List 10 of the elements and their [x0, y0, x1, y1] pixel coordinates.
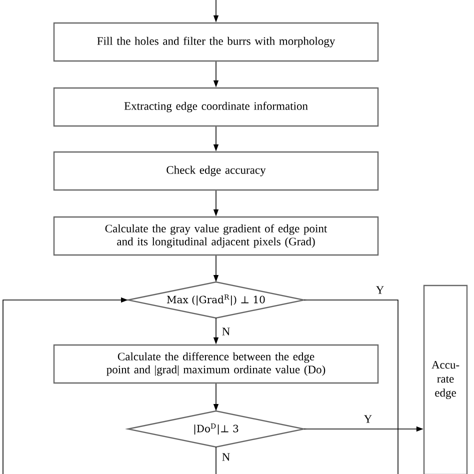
- edge-label: Y: [362, 414, 374, 424]
- process-box: Check edge accuracy: [53, 151, 379, 191]
- edge-label: N: [220, 326, 232, 336]
- edge-label: Y: [374, 285, 386, 295]
- process-box: Extracting edge coordinate information: [53, 87, 379, 127]
- process-box: Calculate the difference between the edge point and |grad| maximum ordinate value (Do): [53, 344, 379, 384]
- process-box: Fill the holes and filter the burrs with morphology: [53, 22, 379, 62]
- result-box: Accu- rate edge: [423, 284, 468, 474]
- edge-label: N: [220, 452, 232, 462]
- process-box: Calculate the gray value gradient of edge point and its longitudinal adjacent pixels (Grad): [53, 216, 379, 256]
